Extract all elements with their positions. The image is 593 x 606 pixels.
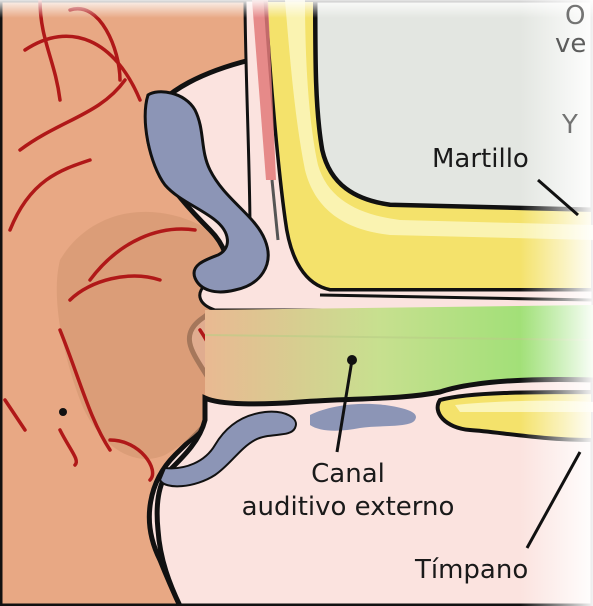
label-cut-top-1: O <box>565 1 585 31</box>
label-cut-y: Y <box>561 110 578 140</box>
fade-right <box>520 0 593 606</box>
label-canal-line2: auditivo externo <box>242 492 455 522</box>
label-timpano: Tímpano <box>414 555 528 585</box>
auricle-dot <box>59 408 67 416</box>
label-martillo: Martillo <box>432 144 529 174</box>
label-canal-line1: Canal <box>311 459 385 489</box>
fade-top <box>0 0 593 18</box>
label-cut-top-2: ve <box>555 29 586 59</box>
